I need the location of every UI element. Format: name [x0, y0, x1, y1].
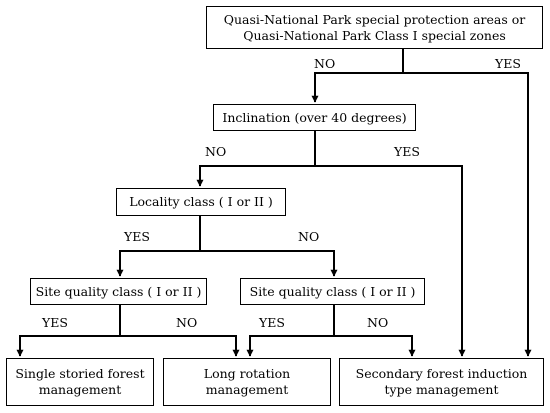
edge-sq-right-to-long-rotation	[246, 305, 335, 357]
label-inclination-no: NO	[205, 144, 227, 159]
label-sq-right-no: NO	[367, 315, 389, 330]
label-park-no: NO	[314, 56, 336, 71]
edge-locality-to-site-quality-right	[200, 250, 338, 277]
single-storied-box: Single storied forest management	[6, 358, 154, 406]
label-sq-left-no: NO	[176, 315, 198, 330]
label-locality-yes: YES	[124, 229, 150, 244]
edge-park-to-inclination	[311, 49, 404, 103]
locality-class-label: Locality class ( I or II )	[129, 194, 273, 210]
quasi-national-park-box: Quasi-National Park special protection a…	[206, 6, 543, 49]
secondary-forest-line2: type management	[384, 382, 499, 397]
label-park-yes: YES	[495, 56, 521, 71]
long-rotation-line2: management	[205, 382, 289, 397]
edge-sq-right-to-secondary	[334, 335, 416, 357]
label-sq-left-yes: YES	[42, 315, 68, 330]
locality-class-box: Locality class ( I or II )	[116, 188, 286, 216]
secondary-forest-line1: Secondary forest induction	[355, 366, 528, 382]
quasi-national-park-line2: Quasi-National Park Class I special zone…	[243, 27, 506, 43]
inclination-box: Inclination (over 40 degrees)	[213, 104, 416, 131]
quasi-national-park-line1: Quasi-National Park special protection a…	[223, 11, 526, 27]
site-quality-left-box: Site quality class ( I or II )	[30, 278, 207, 305]
inclination-label: Inclination (over 40 degrees)	[222, 109, 407, 125]
single-storied-line2: management	[38, 382, 122, 397]
edge-park-to-secondary	[403, 72, 532, 357]
site-quality-left-label: Site quality class ( I or II )	[35, 283, 202, 299]
site-quality-right-label: Site quality class ( I or II )	[249, 283, 416, 299]
site-quality-right-box: Site quality class ( I or II )	[240, 278, 425, 305]
long-rotation-box: Long rotation management	[163, 358, 331, 406]
edge-inclination-to-locality	[196, 131, 316, 187]
label-sq-right-yes: YES	[259, 315, 285, 330]
edge-sq-left-to-single	[16, 305, 121, 357]
edge-locality-to-site-quality-left	[116, 216, 201, 277]
long-rotation-line1: Long rotation	[203, 366, 291, 382]
label-locality-no: NO	[298, 229, 320, 244]
label-inclination-yes: YES	[394, 144, 420, 159]
single-storied-line1: Single storied forest	[15, 366, 145, 382]
secondary-forest-box: Secondary forest induction type manageme…	[339, 358, 544, 406]
edge-inclination-to-secondary	[315, 165, 466, 357]
edge-sq-left-to-long-rotation	[120, 335, 240, 357]
